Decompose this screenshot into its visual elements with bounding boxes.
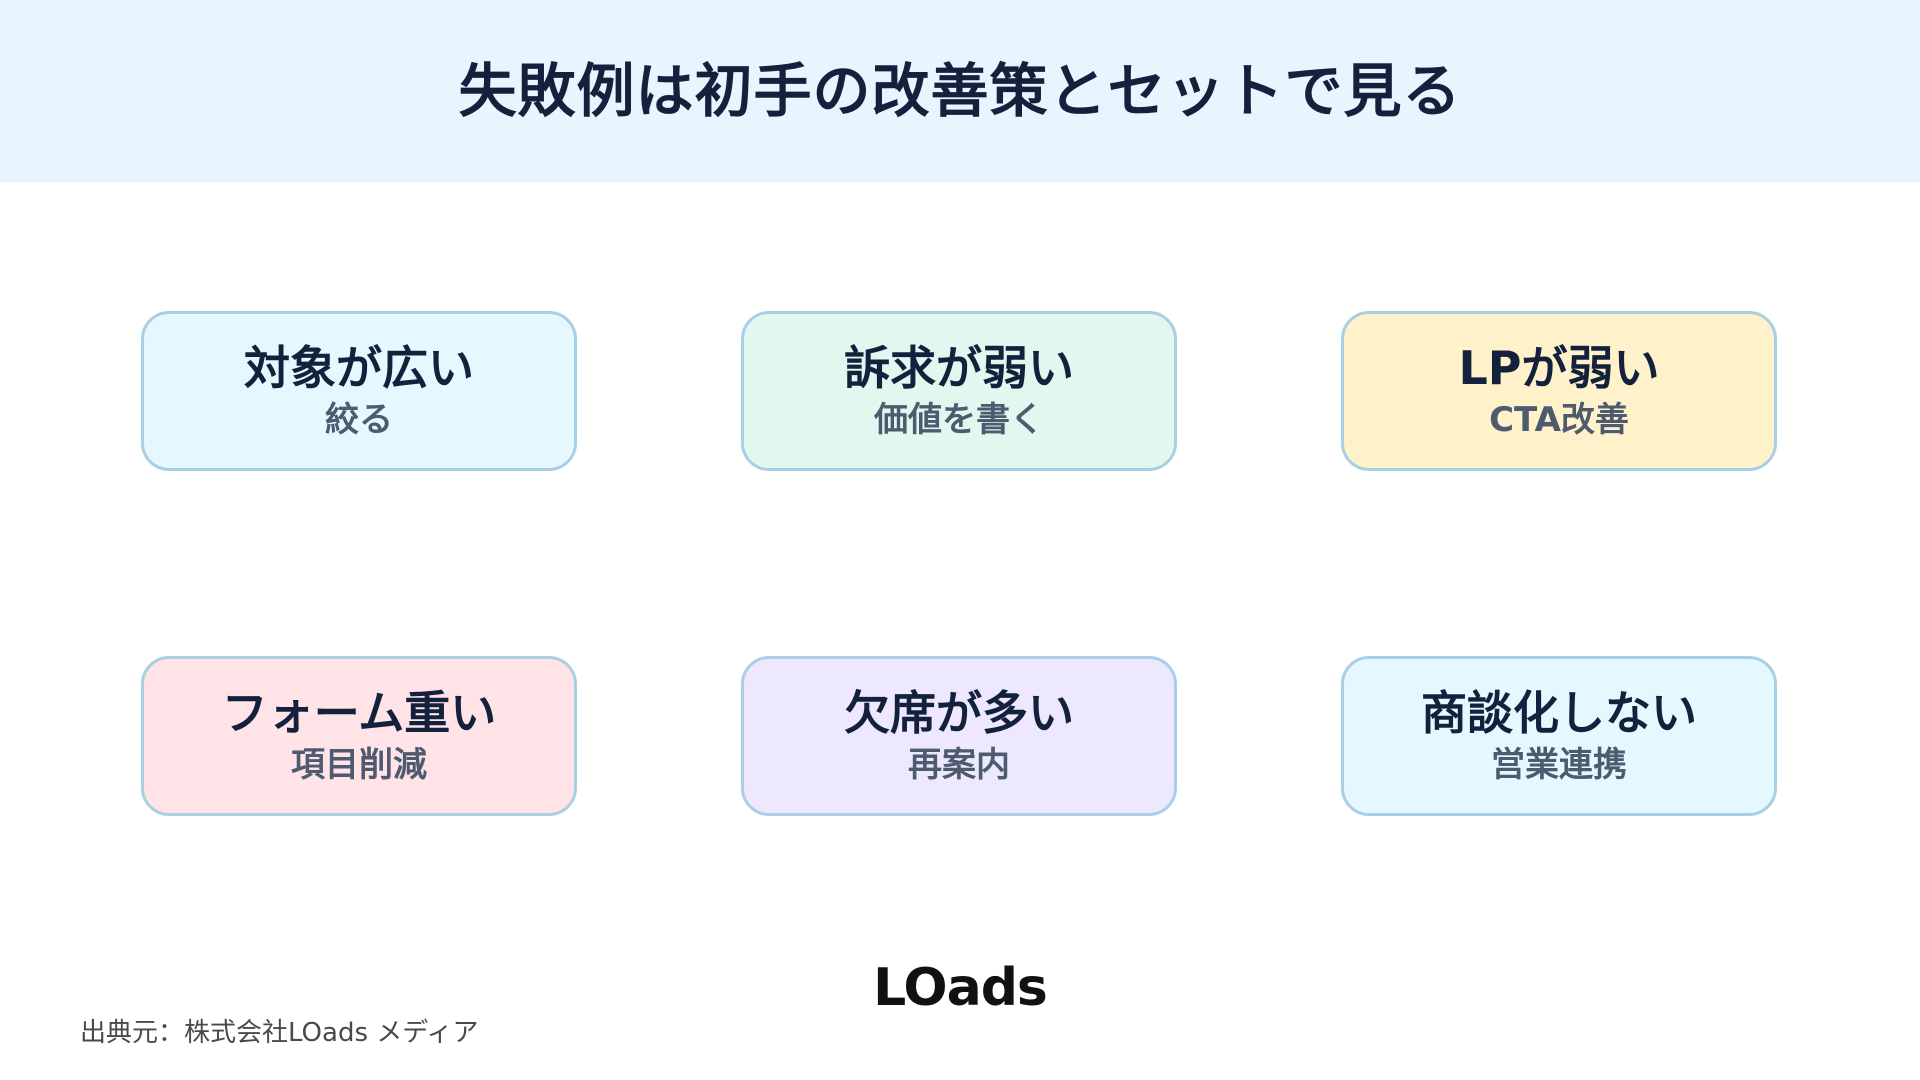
- page-title: 失敗例は初手の改善策とセットで見る: [458, 57, 1462, 125]
- card-weak-appeal: 訴求が弱い 価値を書く: [741, 311, 1177, 471]
- card-subtitle: CTA改善: [1489, 399, 1629, 440]
- card-subtitle: 再案内: [908, 744, 1010, 785]
- card-title: 対象が広い: [244, 341, 474, 395]
- card-title: LPが弱い: [1458, 341, 1660, 395]
- loads-logo: LOads: [860, 958, 1060, 1018]
- logo-text: LOads: [873, 958, 1048, 1018]
- card-many-absences: 欠席が多い 再案内: [741, 656, 1177, 816]
- card-subtitle: 価値を書く: [874, 399, 1044, 440]
- card-title: 欠席が多い: [844, 686, 1074, 740]
- card-title: フォーム重い: [221, 686, 497, 740]
- card-subtitle: 項目削減: [291, 744, 427, 785]
- card-heavy-form: フォーム重い 項目削減: [141, 656, 577, 816]
- card-no-deal: 商談化しない 営業連携: [1341, 656, 1777, 816]
- card-weak-lp: LPが弱い CTA改善: [1341, 311, 1777, 471]
- header-band: 失敗例は初手の改善策とセットで見る: [0, 0, 1920, 182]
- card-title: 商談化しない: [1421, 686, 1697, 740]
- card-wide-target: 対象が広い 絞る: [141, 311, 577, 471]
- source-credit: 出典元：株式会社LOads メディア: [80, 1018, 479, 1048]
- card-title: 訴求が弱い: [844, 341, 1074, 395]
- card-subtitle: 営業連携: [1491, 744, 1627, 785]
- card-subtitle: 絞る: [325, 399, 393, 440]
